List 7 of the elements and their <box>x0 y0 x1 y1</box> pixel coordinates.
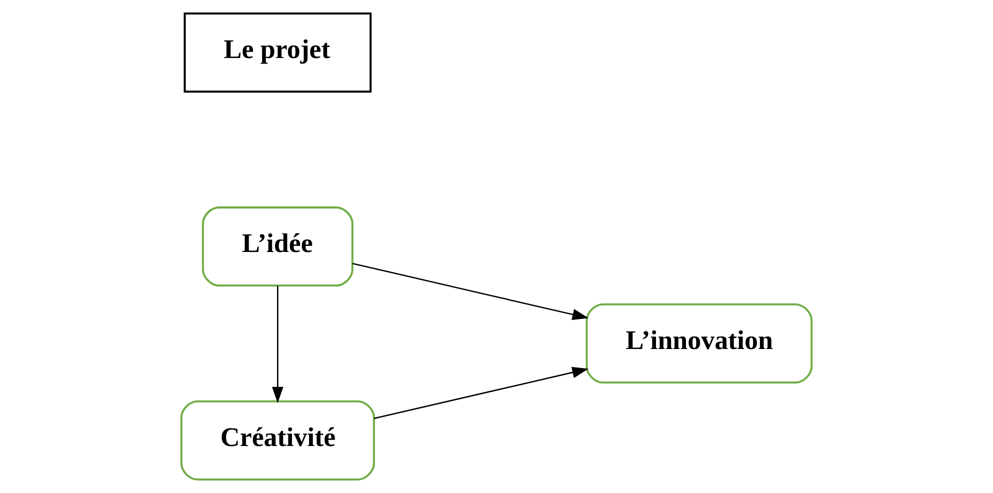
arrow <box>272 286 284 404</box>
arrow <box>352 262 589 320</box>
node-box: Le projet <box>184 12 372 93</box>
node-box: L’idée <box>202 206 354 287</box>
arrow <box>374 366 588 420</box>
node-box: L’innovation <box>586 303 813 384</box>
node-box: Créativité <box>180 400 375 480</box>
